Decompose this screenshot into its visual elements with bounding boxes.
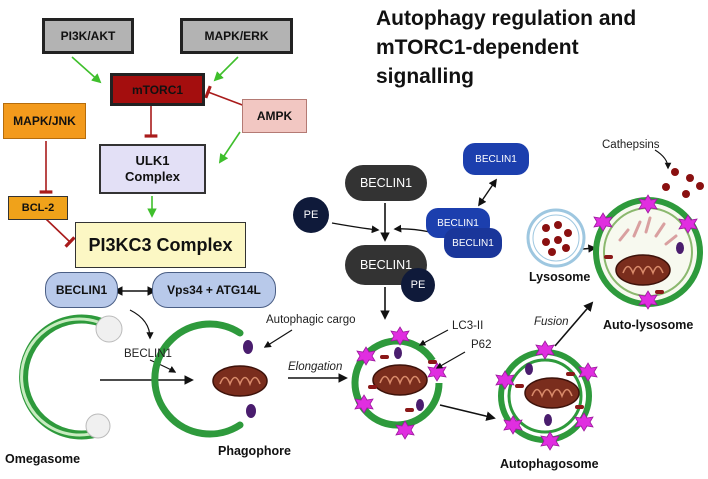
arrow-blue-exchange: [478, 178, 497, 207]
phagophore-cargo-2: [246, 404, 256, 418]
arrow-to-autophagosome-final: [439, 404, 496, 421]
phagophore-label: Phagophore: [218, 444, 291, 458]
arrow-beclin-curve: [149, 359, 177, 373]
inhibit-bcl2-to-pi3kc3: [45, 218, 76, 248]
phagophore-cargo-1: [243, 340, 253, 354]
omegasome-membrane: [19, 314, 105, 440]
lysosome-label: Lysosome: [529, 270, 591, 284]
lc3-label: LC3-II: [452, 320, 484, 332]
cathepsins-label: Cathepsins: [602, 139, 660, 151]
bcl2-box: BCL-2: [8, 196, 68, 220]
autophagic-cargo-label: Autophagic cargo: [266, 314, 356, 326]
auto-lysosome-membrane: [593, 197, 703, 307]
arrow-pi3k-to-mtorc1: [71, 56, 102, 84]
title-line-2: mTORC1-dependent: [376, 36, 579, 59]
arrow-cathepsins: [654, 149, 672, 170]
title-line-1: Autophagy regulation and: [376, 7, 637, 30]
title-line-3: signalling: [376, 65, 475, 88]
arrow-fusion: [554, 301, 594, 347]
beclin1-node-top: BECLIN1: [345, 165, 427, 201]
arrow-pe-in: [331, 222, 380, 234]
mtorc1-box: mTORC1: [110, 73, 205, 106]
p62-label: P62: [471, 339, 492, 351]
beclin1-blue-top: BECLIN1: [463, 143, 529, 175]
arrow-cargo: [263, 329, 293, 348]
ulk1-complex-box: ULK1 Complex: [99, 144, 206, 194]
arrow-lc3: [418, 329, 449, 346]
inhibit-ampk-to-mtorc1: [204, 85, 246, 107]
omegasome-vesicle-bottom: [85, 413, 111, 439]
ampk-box: AMPK: [242, 99, 307, 133]
arrow-mapkerk-to-mtorc1: [213, 56, 239, 82]
pe-node-left: PE: [293, 197, 329, 233]
vps34-atg14l-pill: Vps34 + ATG14L: [152, 272, 276, 308]
arrow-p62: [435, 351, 466, 369]
arrow-ampk-to-ulk1: [218, 131, 241, 164]
arrow-beclin-down: [129, 309, 154, 340]
mapk-erk-box: MAPK/ERK: [180, 18, 293, 54]
diagram-title: Autophagy regulation and mTORC1-dependen…: [376, 4, 702, 91]
pi3k-akt-box: PI3K/AKT: [42, 18, 134, 54]
phagophore-membrane: [151, 320, 244, 438]
omegasome-vesicle-top: [95, 315, 123, 343]
beclin1-arrow-label: BECLIN1: [124, 348, 172, 360]
beclin1-pill: BECLIN1: [45, 272, 118, 308]
mapk-jnk-box: MAPK/JNK: [3, 103, 86, 139]
elongation-label: Elongation: [288, 361, 343, 373]
fusion-label: Fusion: [534, 316, 569, 328]
pi3kc3-complex-box: PI3KC3 Complex: [75, 222, 246, 268]
auto-lysosome-label: Auto-lysosome: [603, 318, 694, 332]
pe-node-right: PE: [401, 268, 435, 302]
arrow-blue-in: [393, 224, 431, 233]
omegasome-label: Omegasome: [5, 452, 81, 466]
beclin1-blue-b: BECLIN1: [444, 228, 502, 258]
autophagosome-label: Autophagosome: [500, 457, 599, 471]
